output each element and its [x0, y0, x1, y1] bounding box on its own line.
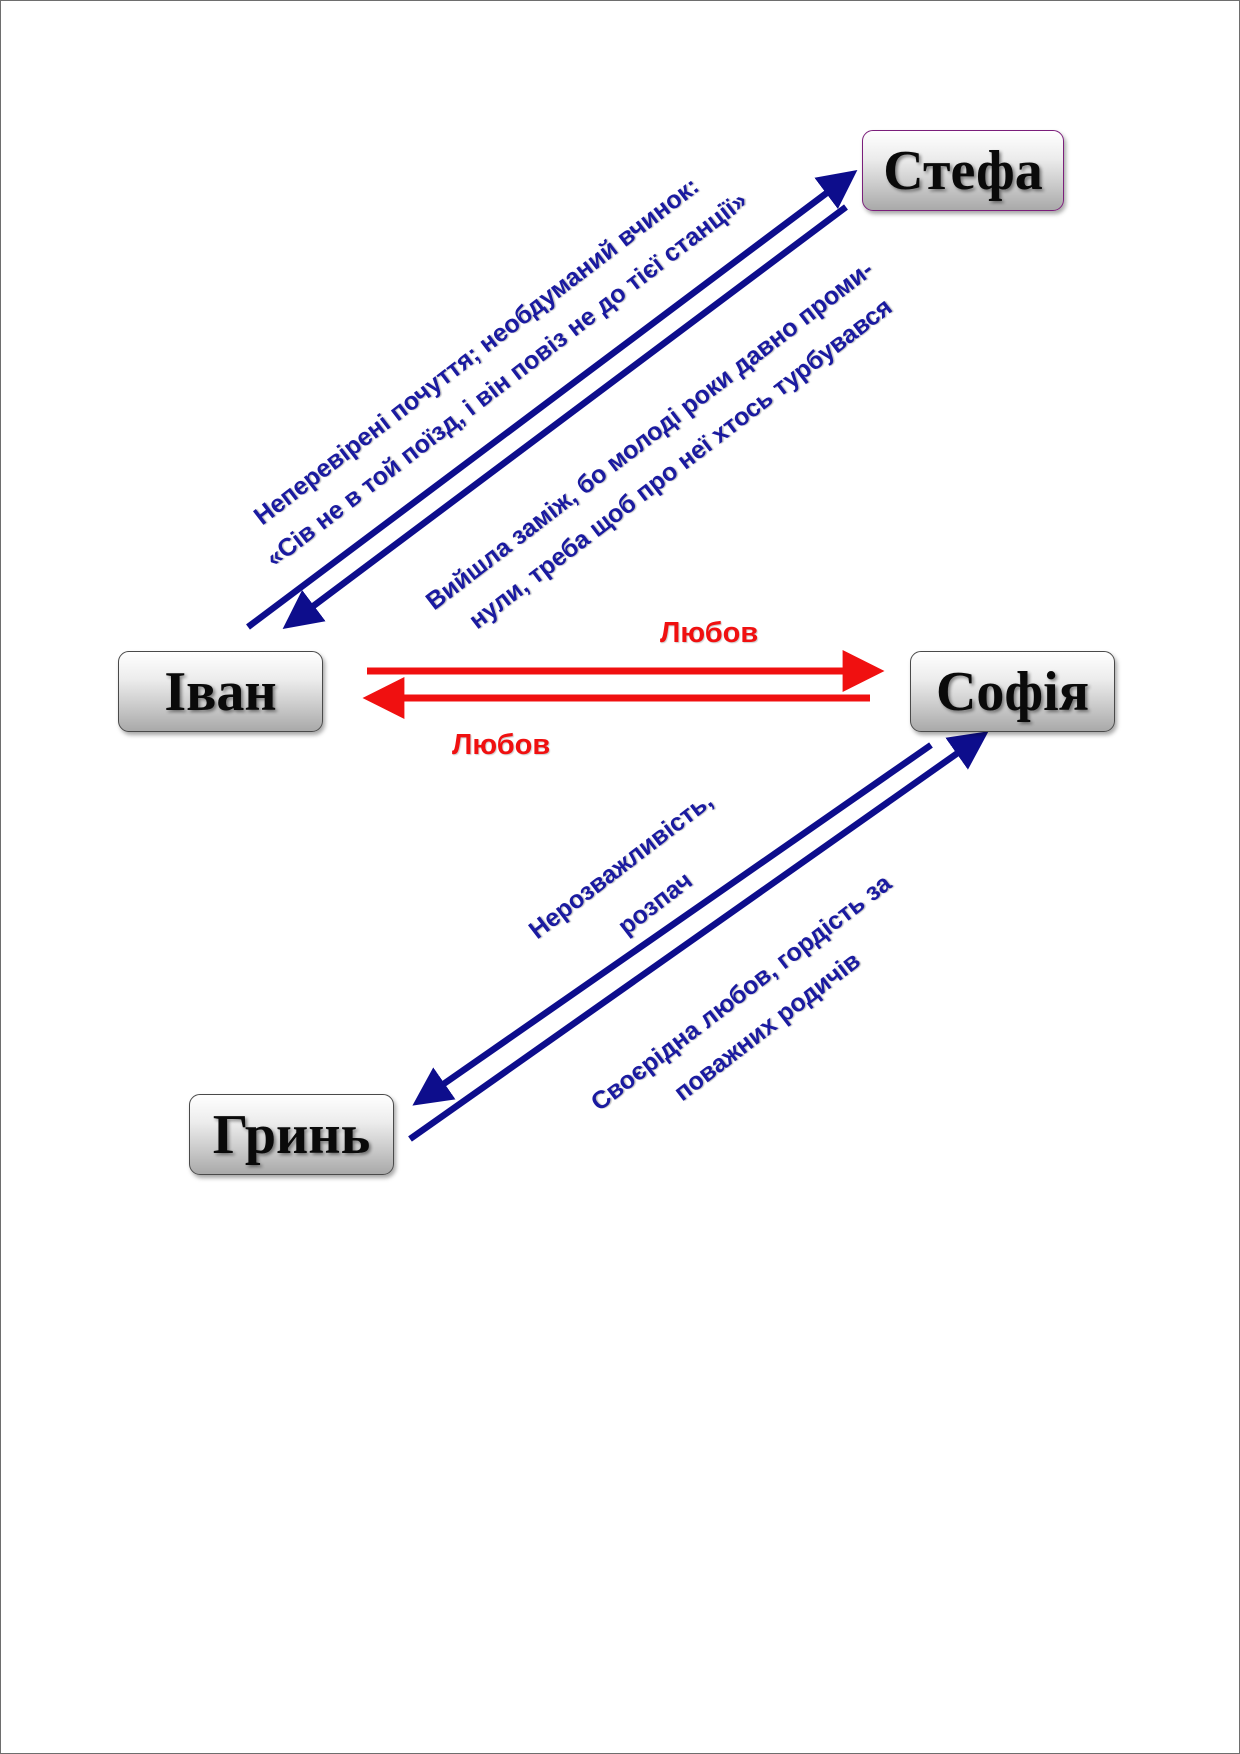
- node-ivan-label: Іван: [164, 660, 277, 723]
- arrow-ivan-to-stefa: [246, 169, 858, 630]
- node-sofia: Софія: [910, 651, 1115, 732]
- arrow-hryn-to-sofia: [408, 731, 989, 1142]
- label-sofia-to-ivan: Любов: [452, 729, 551, 761]
- node-sofia-label: Софія: [935, 660, 1090, 723]
- node-stefa: Стефа: [862, 130, 1064, 211]
- arrow-sofia-to-hryn: [412, 742, 933, 1106]
- node-ivan: Іван: [118, 651, 323, 732]
- node-hryn: Гринь: [189, 1094, 394, 1175]
- node-hryn-label: Гринь: [212, 1103, 371, 1166]
- node-stefa-label: Стефа: [883, 139, 1043, 202]
- arrow-stefa-to-ivan: [282, 204, 848, 630]
- label-ivan-to-sofia: Любов: [660, 617, 759, 649]
